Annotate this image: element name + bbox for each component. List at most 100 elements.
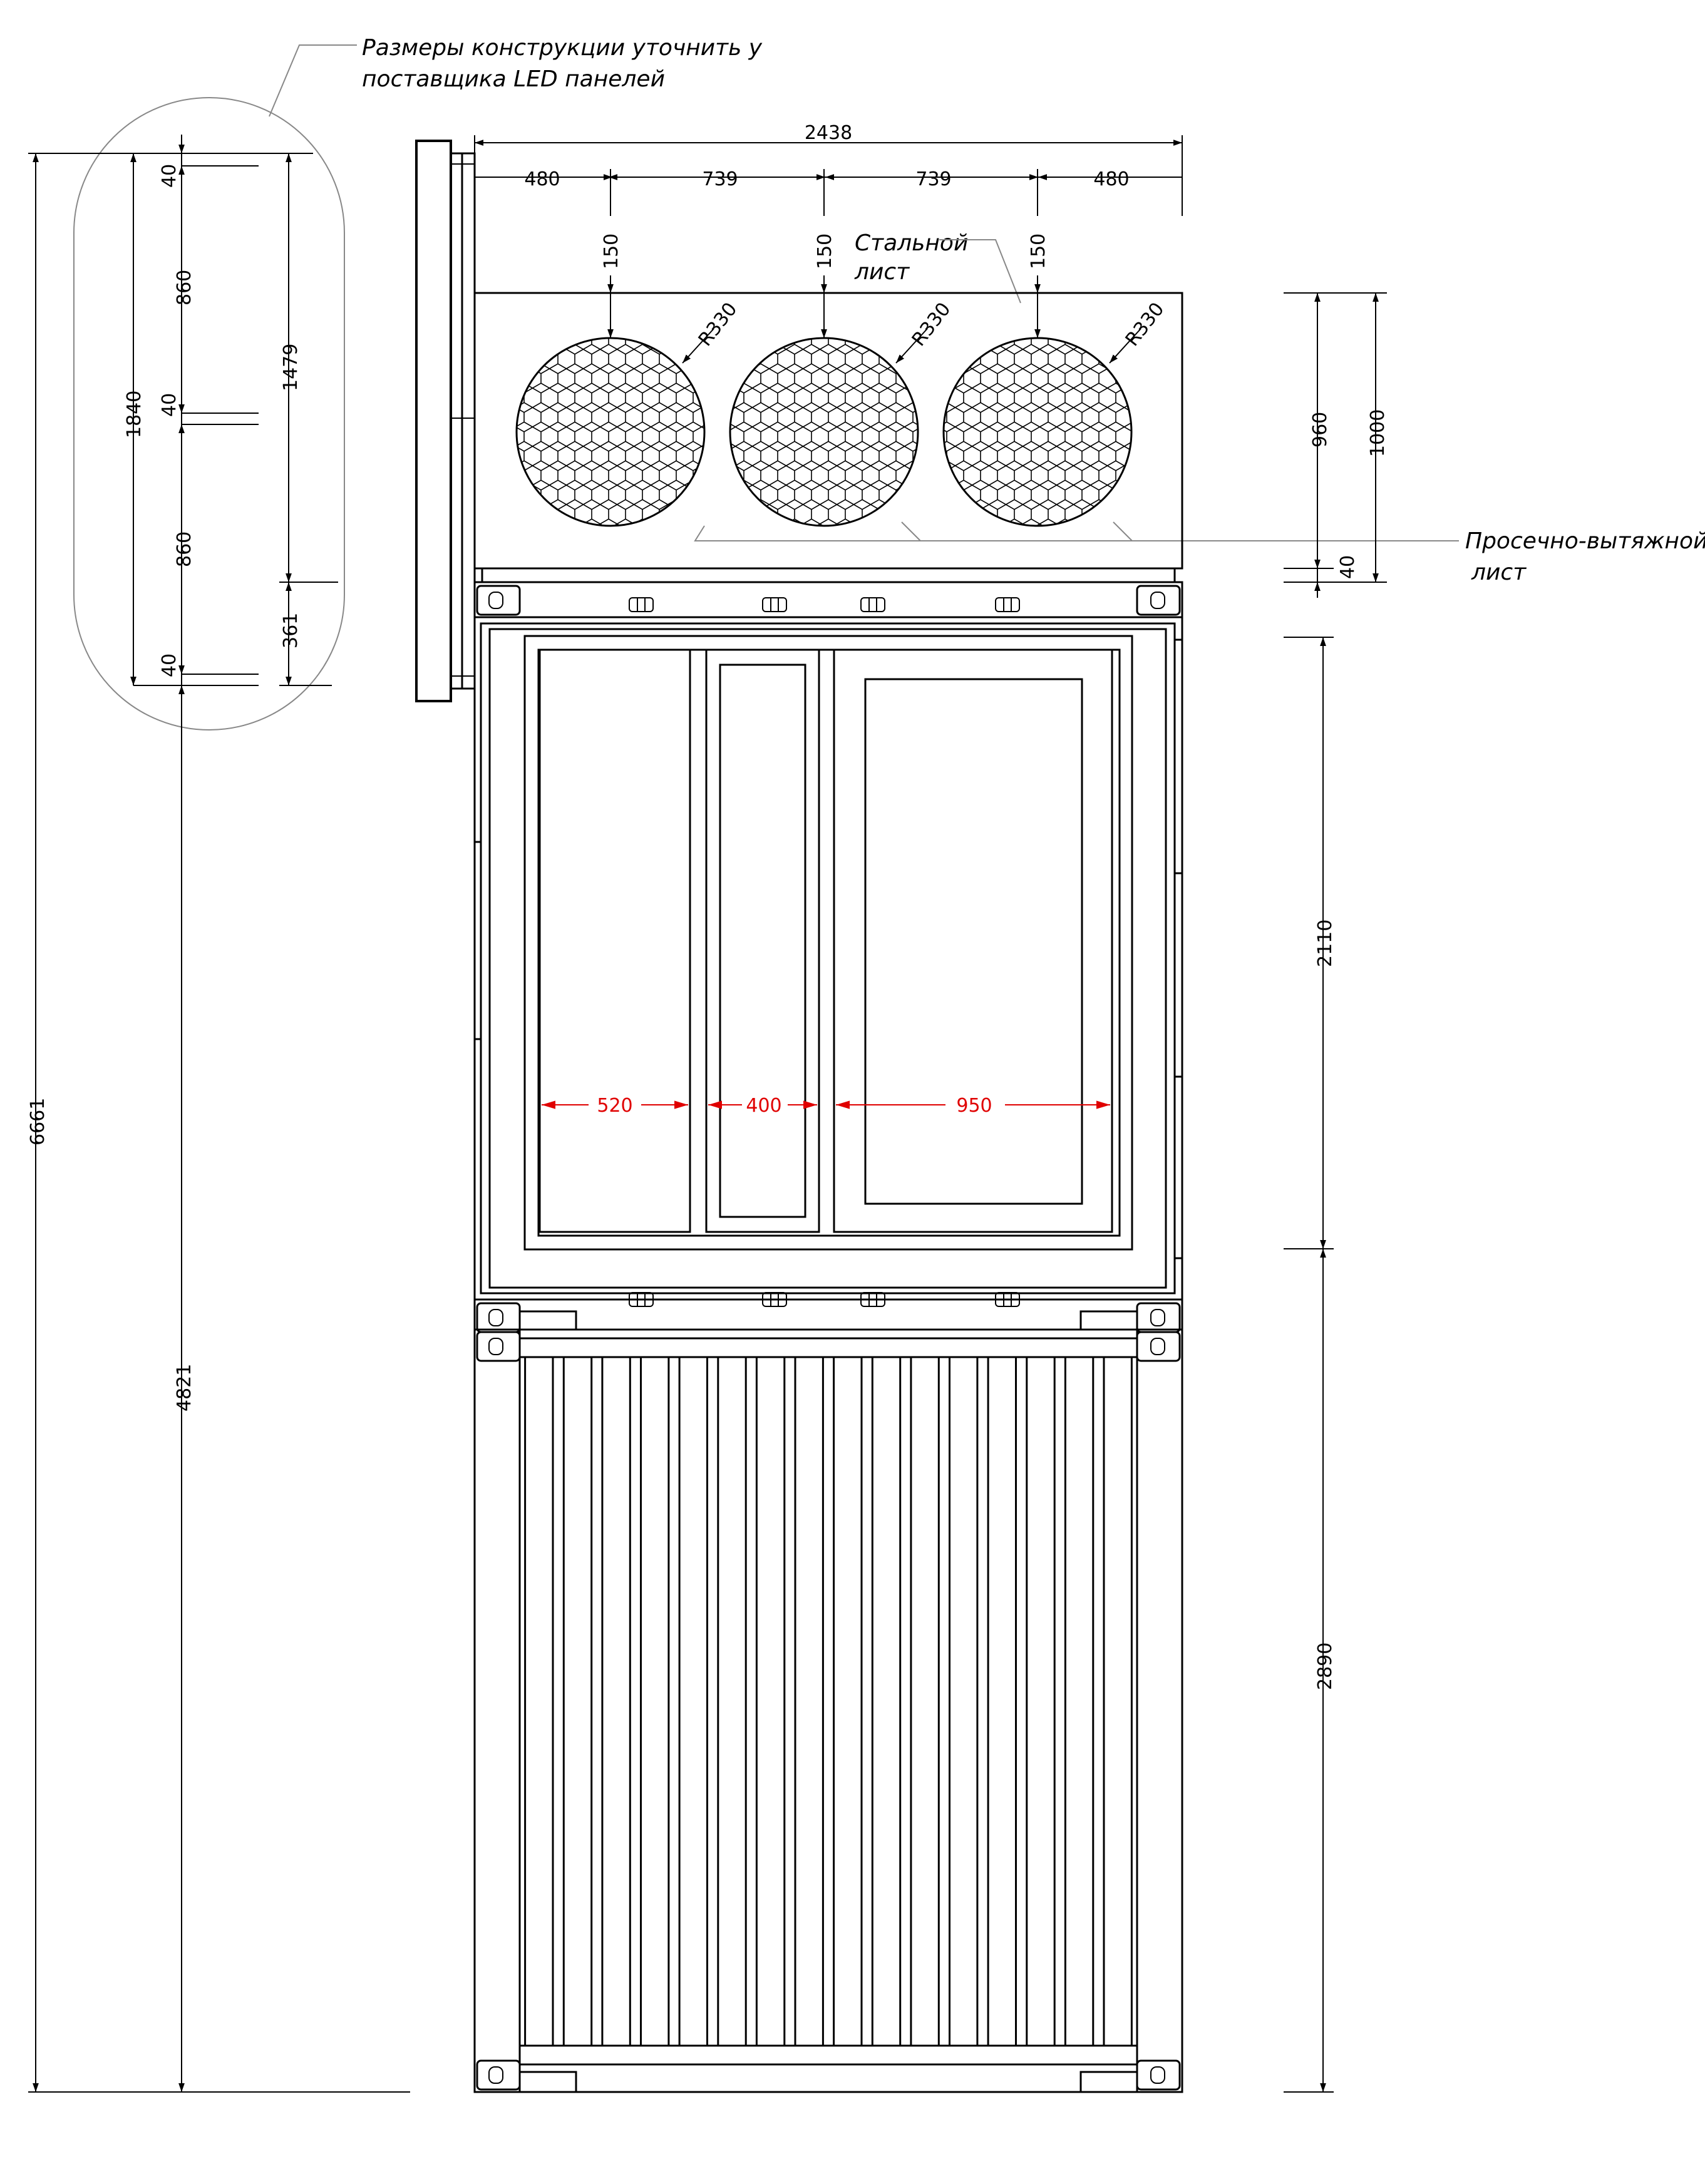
dim-480-right: 480 <box>1093 168 1129 190</box>
note-mesh-leader-b <box>901 521 921 541</box>
top-rail <box>481 567 1176 583</box>
overall-dimensions-left: 6661 4821 <box>27 153 410 2093</box>
top-dimensions: 2438 480 739 739 480 150 150 150 <box>474 122 1183 338</box>
corner-casting-tl <box>476 585 521 616</box>
window-dimensions: 520 400 950 <box>542 1095 1110 1117</box>
note-led-leader <box>269 44 357 117</box>
lower-container-outline <box>473 1328 1183 2093</box>
top-beam <box>473 581 1183 618</box>
window-door-glass <box>719 664 806 1218</box>
corrugation-rib <box>755 1356 786 2047</box>
corrugation-rib <box>562 1356 593 2047</box>
corrugation-rib <box>601 1356 631 2047</box>
mesh-fill-c <box>944 338 1131 526</box>
note-led-line2: поставщика LED панелей <box>362 66 665 92</box>
dim-40-right: 40 <box>1337 555 1359 579</box>
corrugation-rib <box>1103 1356 1133 2047</box>
note-mesh-leader-a <box>694 525 1459 541</box>
dim-150-b: 150 <box>814 233 836 269</box>
corner-casting-tr <box>1136 585 1181 616</box>
led-detail-dimensions: 1840 40 860 40 860 40 1479 361 <box>123 135 338 702</box>
note-steel-line2: лист <box>854 259 910 285</box>
radius-labels: R330 R330 R330 <box>682 299 1169 364</box>
dim-1000: 1000 <box>1367 409 1389 457</box>
corrugation-rib <box>794 1356 824 2047</box>
note-steel-leader <box>939 239 1021 304</box>
upper-container-outline <box>473 616 1183 1301</box>
corrugation-rib <box>524 1356 554 2047</box>
window-group-frame <box>523 635 1133 1251</box>
note-mesh-line1: Просечно-вытяжной <box>1465 528 1705 554</box>
dim-1479: 1479 <box>280 344 302 391</box>
corrugation-rib <box>1064 1356 1095 2047</box>
dim-4821: 4821 <box>173 1364 195 1412</box>
led-panel-frame <box>450 152 463 690</box>
corrugation-rib <box>987 1356 1017 2047</box>
dim-150-a: 150 <box>600 233 622 269</box>
corner-casting-ml <box>476 1302 521 1333</box>
corner-casting-br-top <box>1136 1331 1181 1362</box>
middle-beam <box>473 1292 1183 1333</box>
dim-window-520: 520 <box>597 1095 632 1117</box>
dim-total-width: 2438 <box>805 122 852 144</box>
dim-40-bottom: 40 <box>158 654 180 677</box>
led-panel-bracket <box>461 152 476 690</box>
dim-2110: 2110 <box>1314 920 1336 967</box>
corrugation-rib <box>717 1356 747 2047</box>
corrugation-rib <box>910 1356 940 2047</box>
dim-6661: 6661 <box>27 1098 49 1146</box>
corner-casting-br <box>1136 2059 1181 2091</box>
lower-container <box>473 1328 1183 2093</box>
lower-top-rail <box>518 1337 1138 1358</box>
dim-480-left: 480 <box>524 168 560 190</box>
dim-739-left: 739 <box>702 168 738 190</box>
dim-150-c: 150 <box>1028 233 1049 269</box>
mid-beam-outline <box>473 1298 1183 1331</box>
led-panel-side <box>415 140 476 702</box>
dim-860-bottom: 860 <box>173 531 195 567</box>
dim-860-top: 860 <box>173 270 195 305</box>
fan-grille-a <box>515 337 706 527</box>
dim-window-950: 950 <box>956 1095 992 1117</box>
dim-40-mid: 40 <box>158 393 180 417</box>
window-right-glass <box>864 678 1083 1205</box>
dim-1840: 1840 <box>123 391 145 438</box>
radius-label-b: R330 <box>908 299 956 351</box>
upper-container <box>473 616 1183 1301</box>
corner-casting-mr <box>1136 1302 1181 1333</box>
corrugation-ribs <box>524 1356 1133 2047</box>
corrugation-rib <box>949 1356 979 2047</box>
fan-grille-c <box>942 337 1133 527</box>
radius-label-a: R330 <box>694 299 742 351</box>
mesh-fill-a <box>517 338 704 526</box>
corner-casting-bl <box>476 2059 521 2091</box>
dim-window-400: 400 <box>746 1095 781 1117</box>
upper-frame <box>473 567 1183 618</box>
dim-40-top: 40 <box>158 164 180 188</box>
dim-739-right: 739 <box>915 168 951 190</box>
note-mesh-line2: лист <box>1471 560 1527 585</box>
radius-label-c: R330 <box>1121 299 1169 351</box>
steel-sheet-note: Стальной лист <box>854 230 1021 304</box>
led-panel-note: Размеры конструкции уточнить у поставщик… <box>269 35 763 117</box>
note-mesh-leader-c <box>1113 521 1133 541</box>
corrugation-rib <box>871 1356 902 2047</box>
dim-2890: 2890 <box>1314 1643 1336 1690</box>
led-detail-outline <box>73 97 345 731</box>
right-dimensions: 960 40 1000 2110 2890 <box>1284 292 1389 2093</box>
corner-casting-bl-top <box>476 1331 521 1362</box>
lower-bottom-rail <box>518 2044 1138 2066</box>
window-left <box>538 649 691 1233</box>
led-panel-face <box>415 140 452 702</box>
forklift-slots-top <box>629 597 1020 612</box>
forklift-slots-mid <box>629 1292 1020 1307</box>
window-door-frame <box>705 649 820 1233</box>
note-steel-line1: Стальной <box>855 230 968 256</box>
corrugation-rib <box>833 1356 863 2047</box>
corrugation-rib <box>678 1356 708 2047</box>
note-led-line1: Размеры конструкции уточнить у <box>362 35 763 61</box>
window-right <box>833 649 1113 1233</box>
mesh-fill-b <box>730 338 918 526</box>
corrugation-rib <box>640 1356 670 2047</box>
